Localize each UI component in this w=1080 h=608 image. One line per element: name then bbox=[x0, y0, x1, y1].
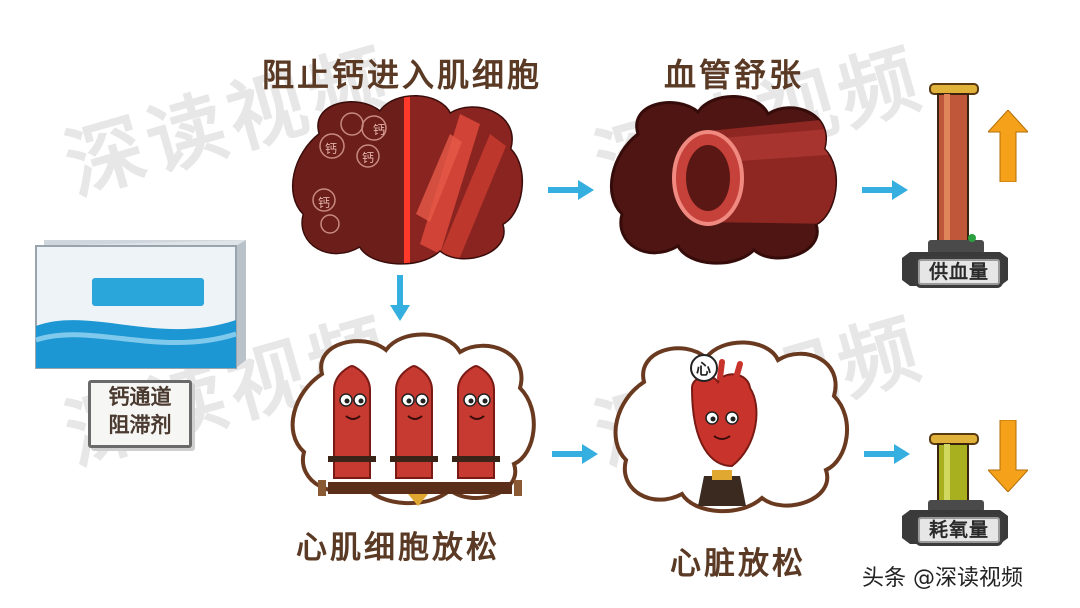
vessel-dilate-panel bbox=[609, 95, 838, 265]
calcium-glyph: 钙 bbox=[325, 142, 338, 156]
heart-relax-panel bbox=[613, 340, 850, 513]
arrow-right-icon bbox=[862, 180, 908, 200]
arrow-right-icon bbox=[864, 444, 910, 464]
drug-label-line: 阻滞剂 bbox=[108, 413, 172, 437]
oxygen-label: 耗氧量 bbox=[915, 514, 1003, 546]
title-block-calcium: 阻止钙进入肌细胞 bbox=[262, 56, 543, 94]
arrow-down-icon bbox=[390, 275, 410, 321]
myocyte-relax-panel bbox=[290, 332, 536, 506]
drug-label: 钙通道 阻滞剂 bbox=[88, 380, 192, 448]
title-vessel-dilate: 血管舒张 bbox=[664, 56, 805, 94]
credit-text: 头条 @深读视频 bbox=[862, 566, 1023, 591]
drug-label-line: 钙通道 bbox=[108, 385, 172, 409]
calcium-glyph: 钙 bbox=[362, 151, 375, 165]
calcium-glyph: 钙 bbox=[373, 123, 386, 137]
arrow-down-icon bbox=[988, 420, 1028, 492]
arrow-right-icon bbox=[548, 180, 594, 200]
title-heart-relax: 心脏放松 bbox=[670, 546, 806, 582]
supply-label: 供血量 bbox=[915, 256, 1003, 288]
arrow-right-icon bbox=[552, 444, 598, 464]
medicine-box-icon bbox=[35, 240, 246, 369]
arrow-up-icon bbox=[988, 110, 1028, 182]
calcium-block-panel bbox=[291, 95, 524, 265]
title-myocyte-relax: 心肌细胞放松 bbox=[296, 530, 500, 566]
calcium-glyph: 钙 bbox=[318, 196, 331, 210]
heart-glyph: 心 bbox=[696, 360, 712, 378]
